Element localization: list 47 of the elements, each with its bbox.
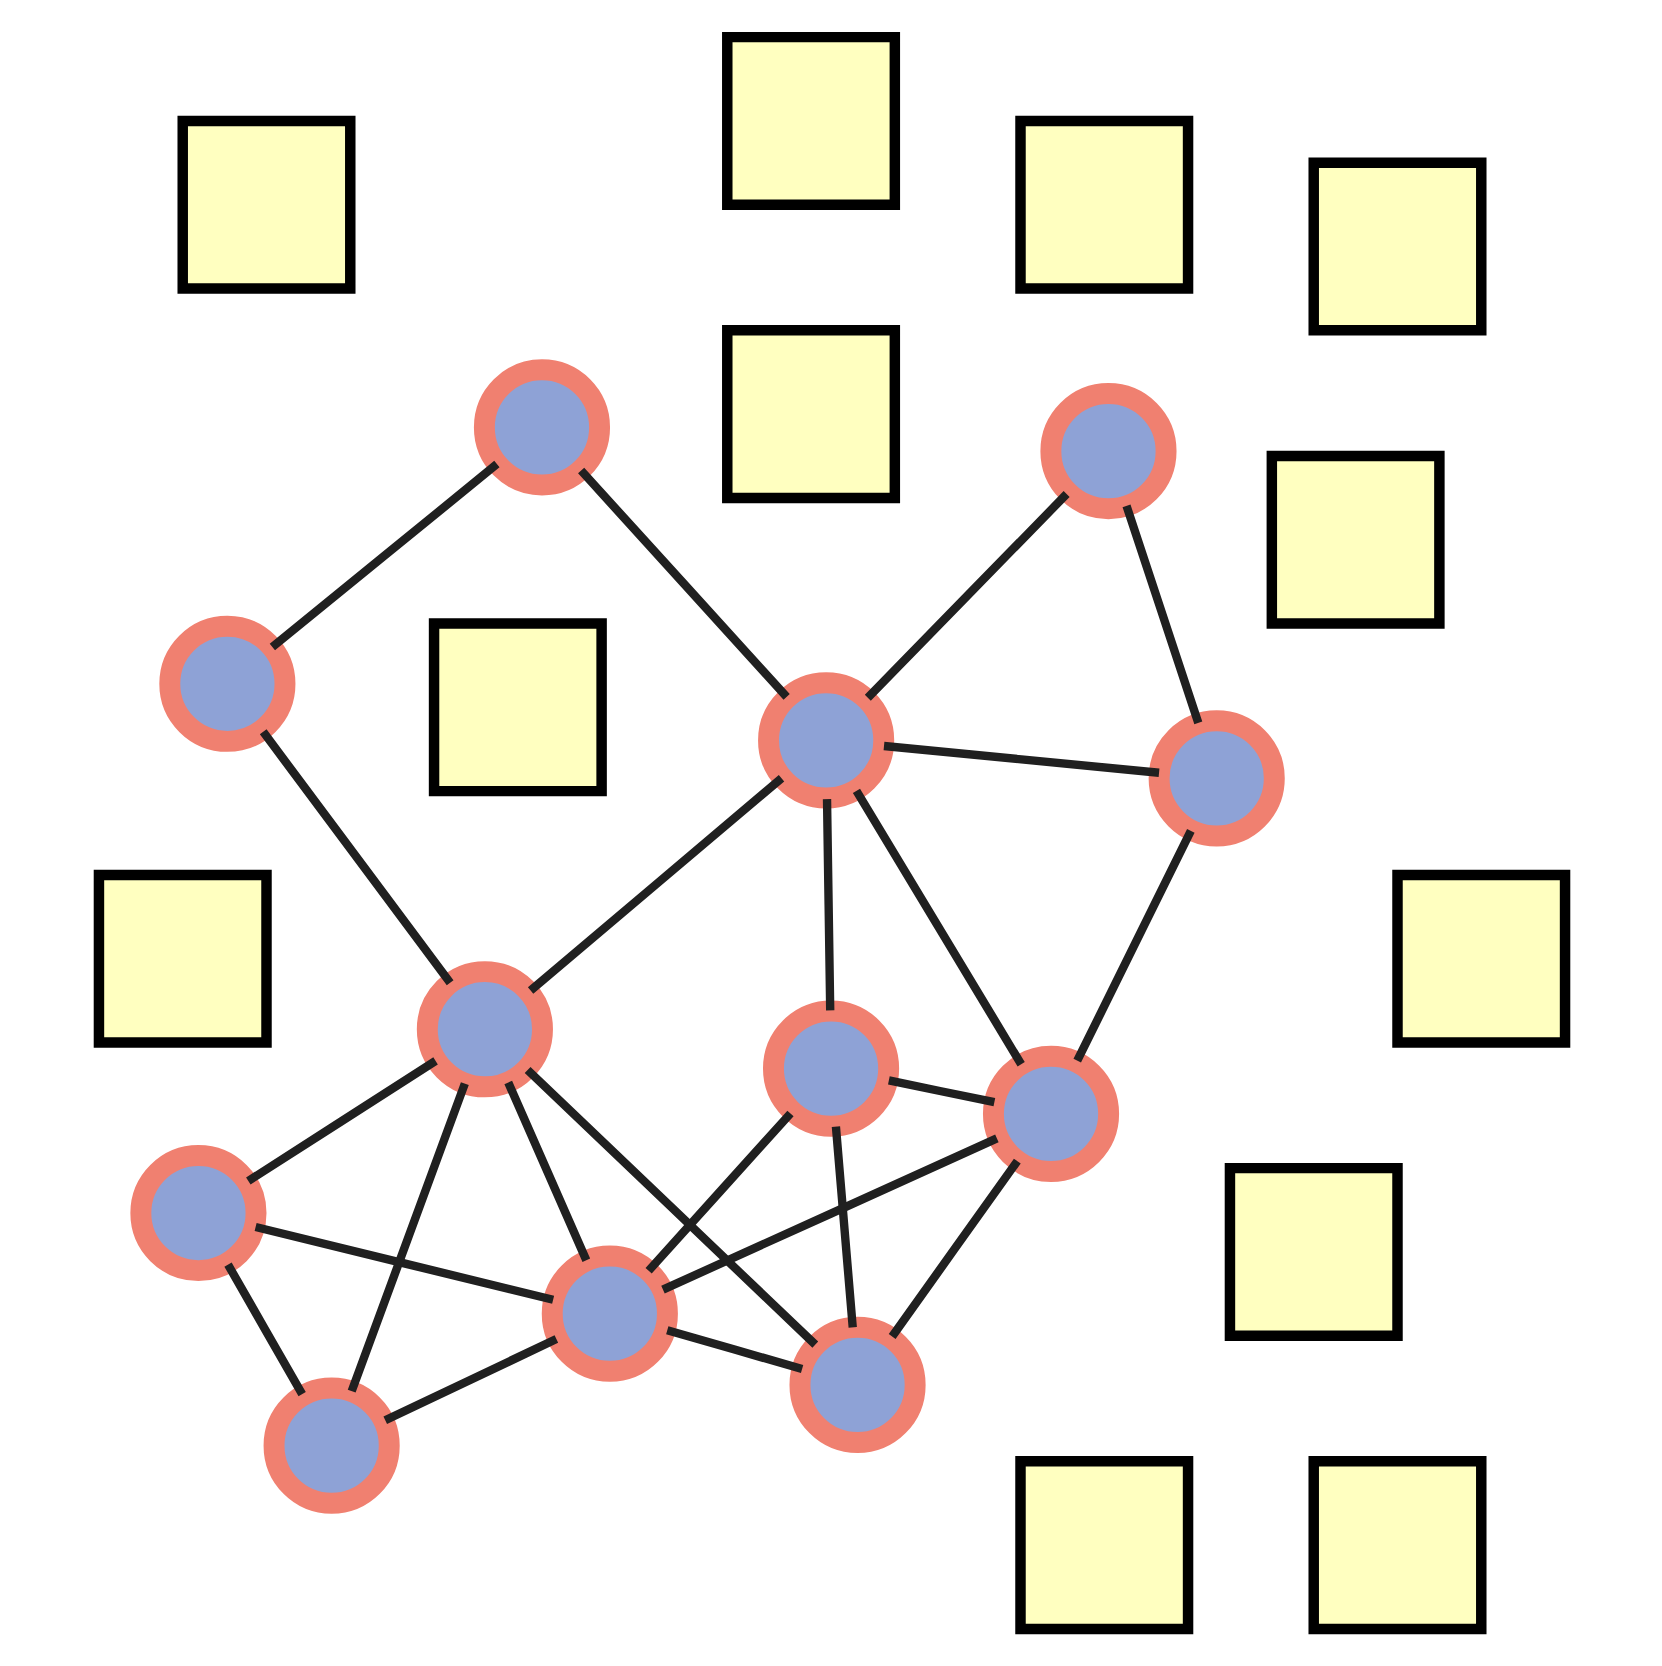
node-circle <box>788 1316 925 1453</box>
connector <box>830 1126 856 1328</box>
connector <box>821 799 834 1011</box>
connector <box>245 1057 437 1185</box>
connector <box>1121 504 1202 725</box>
connector <box>577 467 789 700</box>
connector <box>268 460 499 651</box>
node-box <box>176 115 355 294</box>
connector <box>382 1335 558 1424</box>
node-box <box>1014 115 1193 294</box>
connector <box>665 1326 803 1374</box>
node-box <box>1265 450 1444 629</box>
connector <box>503 1080 590 1262</box>
node-box <box>1307 1456 1486 1635</box>
node-circle <box>1039 383 1176 520</box>
node-circle <box>415 961 552 1098</box>
node-box <box>721 31 900 210</box>
node-box <box>427 618 606 797</box>
connector <box>882 741 1159 777</box>
connector <box>526 774 784 994</box>
node-circle <box>472 359 610 496</box>
connector <box>223 1262 305 1397</box>
connector <box>887 1076 995 1107</box>
node-circle <box>262 1377 399 1514</box>
connector <box>851 788 1024 1067</box>
connector <box>887 1158 1020 1339</box>
node-circle <box>757 672 894 809</box>
node-circle <box>1147 710 1284 847</box>
node-box <box>1391 869 1570 1048</box>
node-box <box>1307 157 1486 336</box>
node-circle <box>158 615 295 752</box>
node-circle <box>540 1245 677 1382</box>
node-circle <box>762 1000 899 1137</box>
connector <box>258 729 453 986</box>
node-box <box>721 325 900 504</box>
connector <box>253 1222 554 1304</box>
node-circle <box>129 1144 266 1282</box>
connector <box>346 1082 468 1393</box>
node-box <box>92 869 271 1048</box>
connector <box>523 1067 818 1348</box>
node-box <box>1223 1162 1402 1341</box>
connector <box>644 1110 793 1274</box>
node-box <box>1014 1456 1193 1635</box>
node-circle <box>981 1045 1119 1182</box>
connector <box>660 1134 998 1294</box>
connector <box>863 491 1069 701</box>
connector <box>1072 828 1194 1063</box>
